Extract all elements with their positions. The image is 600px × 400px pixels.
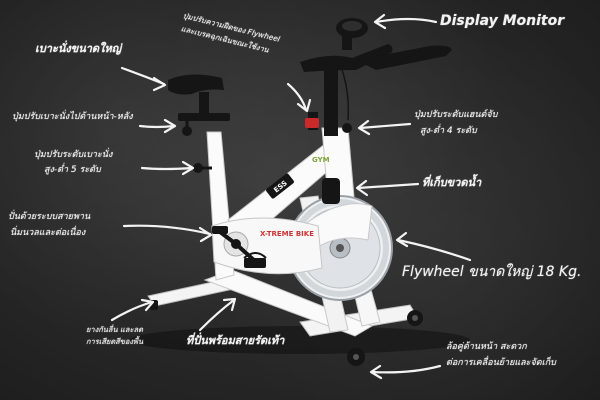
arrow-flywheel	[395, 231, 472, 262]
label-stabilizer-line1: ยางกันลื่น และลด	[86, 325, 143, 334]
arrow-wheels	[369, 364, 442, 380]
label-seat-slide: ปุ่มปรับเบาะนั่งไปด้านหน้า-หลัง	[12, 112, 133, 122]
label-wheels-line1: ล้อคู่ด้านหน้า สะดวก	[446, 342, 527, 352]
arrow-seat-height	[140, 160, 195, 176]
handlebar	[300, 44, 452, 121]
label-belt-line1: ปั่นด้วยระบบสายพาน	[8, 212, 91, 222]
label-belt-line2: นิ่มนวลและต่อเนื่อง	[10, 228, 86, 238]
arrow-pedal	[198, 297, 237, 332]
arrow-tension	[286, 82, 312, 113]
seat-height-knob	[193, 163, 212, 173]
label-handlebar-line1: ปุ่มปรับระดับแฮนด์จับ	[414, 110, 498, 120]
label-seat-height-line1: ปุ่มปรับระดับเบาะนั่ง	[34, 150, 113, 160]
arrow-display-monitor	[373, 13, 438, 30]
tension-knob	[305, 112, 319, 130]
label-seat: เบาะนั่งขนาดใหญ่	[35, 42, 122, 55]
handlebar-knob	[342, 123, 352, 133]
seat-stem	[199, 92, 209, 114]
label-pedal: ที่ปั่นพร้อมสายรัดเท้า	[186, 334, 285, 347]
label-flywheel: Flywheel ขนาดใหญ่ 18 Kg.	[402, 264, 582, 280]
label-handlebar-line2: สูง-ต่ำ 4 ระดับ	[420, 126, 477, 136]
display-monitor	[336, 18, 368, 50]
label-wheels-line2: ต่อการเคลื่อนย้ายและจัดเก็บ	[446, 358, 556, 368]
arrow-seat	[120, 66, 167, 92]
arrow-handlebar-height	[357, 119, 412, 136]
crank-pedals	[212, 226, 267, 268]
arrow-belt	[122, 224, 213, 243]
arrow-seat-slide	[138, 118, 177, 134]
label-stabilizer-line2: การเสียดสีของพื้น	[86, 337, 144, 346]
seat	[168, 74, 224, 95]
label-seat-height-line2: สูง-ต่ำ 5 ระดับ	[44, 165, 101, 175]
handlebar-post	[324, 64, 338, 136]
arrow-bottle	[355, 179, 420, 197]
bike-model-decal: X-TREME BIKE	[260, 230, 314, 238]
front-wheels	[347, 310, 423, 366]
bottle-holder	[322, 178, 340, 204]
green-decal-text: GYM	[312, 156, 330, 164]
seat-slider	[178, 113, 230, 136]
bike-shadow	[130, 326, 470, 354]
label-display-monitor: Display Monitor	[440, 13, 565, 29]
arrow-stabilizer	[110, 298, 155, 322]
label-bottle: ที่เก็บขวดน้ำ	[422, 176, 482, 189]
